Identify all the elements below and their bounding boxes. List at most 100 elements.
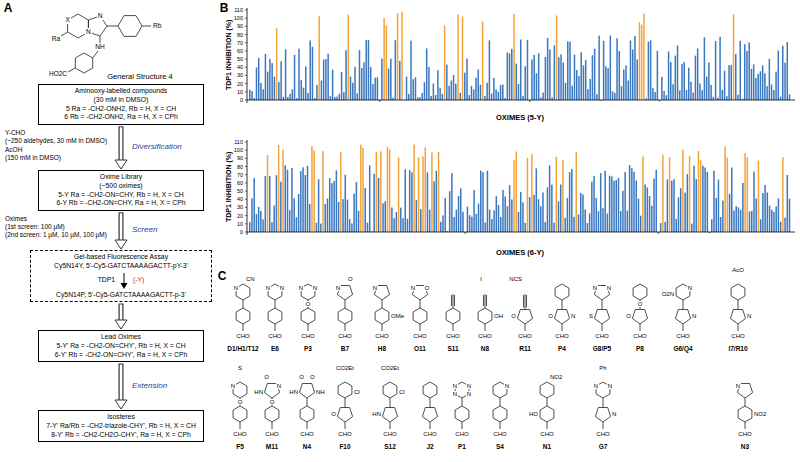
bar	[269, 59, 271, 100]
bar	[289, 210, 291, 232]
bar	[638, 199, 640, 232]
box-text: 8-Y' Rb = -CH2-CH2O-CHY', Ra = H, X = CP…	[51, 431, 191, 440]
bond-line	[243, 300, 244, 308]
tick-label: 40	[237, 64, 243, 70]
text-row: Aminooxy-labelled compounds	[44, 87, 198, 96]
bar	[755, 78, 757, 100]
bar	[778, 198, 780, 232]
atom-label: O2N	[662, 291, 674, 298]
bar	[789, 199, 791, 232]
ring	[632, 310, 647, 325]
tick-mark	[245, 174, 247, 175]
bar	[574, 55, 576, 100]
bar	[533, 55, 535, 100]
bar	[689, 156, 691, 232]
atom-label: N	[335, 285, 341, 292]
bar	[618, 178, 620, 232]
bar	[549, 166, 551, 233]
atom-label: CHO	[493, 431, 506, 438]
bar	[368, 40, 370, 100]
bar	[764, 185, 766, 232]
bond-line	[523, 295, 524, 308]
bond-line	[100, 36, 101, 43]
text-row: 7-Y' Ra/Rb = -CH2-triazole-CHY', Rb = H,…	[44, 422, 198, 431]
bar	[751, 69, 753, 100]
tick-label: 30	[237, 204, 243, 210]
atom-label: CHO	[338, 431, 351, 438]
bar	[395, 40, 397, 100]
bar	[602, 208, 604, 232]
bar	[369, 165, 371, 232]
bar	[681, 64, 683, 100]
compound-id: G8/P5	[593, 345, 611, 352]
bar	[556, 157, 558, 232]
bar	[484, 96, 486, 100]
atom-label: CHO	[633, 333, 646, 340]
tick-label: 60	[237, 180, 243, 186]
bar	[572, 86, 574, 100]
compound-id: S11	[447, 345, 458, 352]
bar	[373, 174, 375, 232]
bar	[513, 14, 515, 100]
bar	[735, 206, 737, 232]
ring	[422, 408, 437, 423]
bar	[287, 97, 289, 100]
bond-line	[107, 26, 118, 27]
tick-mark	[245, 59, 247, 60]
atom-label: OH	[494, 313, 503, 320]
bar	[280, 182, 282, 232]
atom-label: CHO	[423, 431, 436, 438]
bar	[687, 174, 689, 232]
ring	[493, 406, 507, 422]
atom-label: NH	[316, 389, 325, 396]
bar	[569, 42, 571, 100]
bar	[438, 152, 440, 232]
bar	[385, 201, 387, 232]
compound-id: P1	[458, 443, 466, 450]
bar	[439, 88, 441, 100]
bar	[758, 161, 760, 232]
bar	[262, 89, 264, 100]
bar	[782, 157, 784, 232]
bar	[311, 146, 313, 232]
bar	[719, 37, 721, 100]
atom-label: N	[747, 313, 751, 320]
atom-label: O	[305, 301, 312, 308]
bar	[540, 206, 542, 232]
bar	[753, 172, 755, 232]
bar	[623, 70, 625, 100]
ring	[738, 406, 752, 422]
box-text: TDP1	[98, 276, 115, 285]
atom-label: CHO	[268, 333, 281, 340]
bar	[258, 58, 260, 100]
bar	[287, 170, 289, 232]
atom-label: CHO	[738, 431, 751, 438]
bar	[269, 176, 271, 232]
bond-line	[500, 422, 501, 429]
bar	[780, 97, 782, 100]
bar	[613, 181, 615, 232]
atom-label: CHO	[413, 333, 426, 340]
bar	[460, 188, 462, 232]
bar	[747, 157, 749, 232]
atom-label: N	[276, 383, 282, 390]
bar	[309, 41, 311, 101]
bar	[401, 12, 403, 100]
bar	[737, 95, 739, 100]
atom-label: N	[692, 313, 696, 320]
bar	[604, 171, 606, 232]
bar	[755, 198, 757, 232]
bar	[625, 65, 627, 100]
compound-id: S4	[496, 443, 504, 450]
text-row: Cy5N14P, 5'-Cy5-GATCTAAAAGACTT-p-3'	[36, 291, 206, 300]
bar	[585, 60, 587, 100]
bar	[362, 148, 364, 232]
atom-label: AcO	[732, 267, 744, 274]
bar	[428, 67, 430, 100]
bar	[718, 180, 720, 232]
atom-label: N	[606, 285, 612, 292]
bar	[739, 41, 741, 100]
atom-label: CHO	[301, 333, 314, 340]
atom-label: HO	[529, 411, 538, 418]
atom-label: CO2Et	[381, 365, 399, 372]
